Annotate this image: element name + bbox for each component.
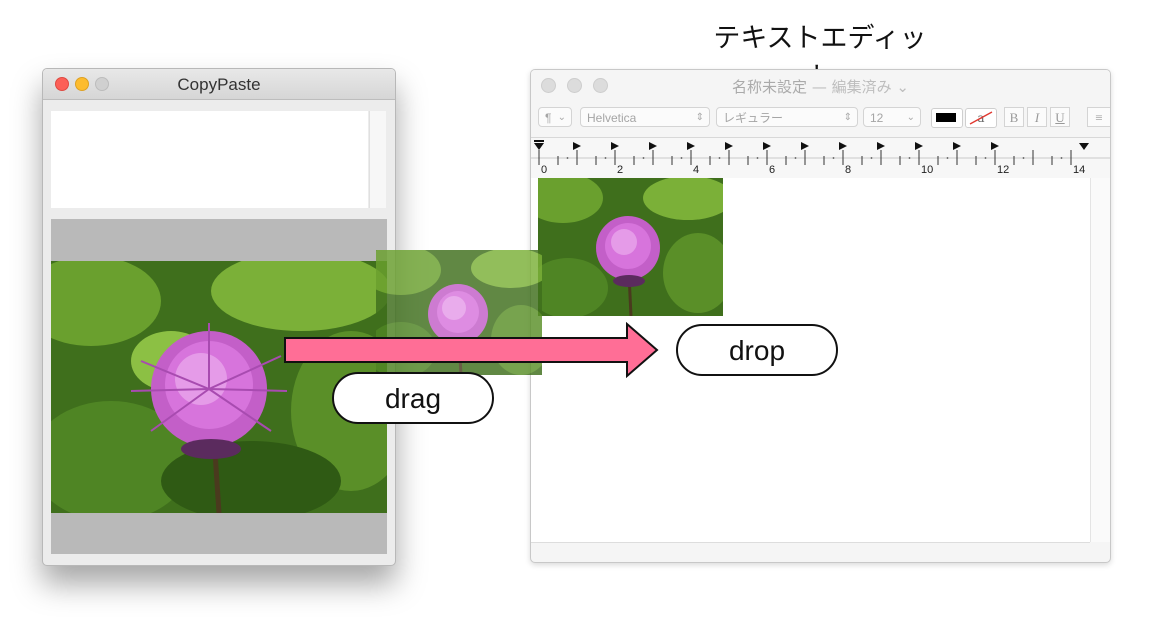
chevron-down-icon: ⌄ xyxy=(906,112,915,123)
ruler-dot xyxy=(794,157,797,159)
text-view-scrollbar[interactable] xyxy=(369,111,386,208)
updown-chevron-icon: ⇕ xyxy=(843,112,852,123)
tab-stop-marker xyxy=(725,142,733,150)
ruler[interactable]: 0 2 4 6 8 10 12 14 xyxy=(531,137,1110,179)
drag-label: drag xyxy=(332,372,494,424)
text-color-well[interactable] xyxy=(931,108,963,128)
ruler-dot xyxy=(1022,157,1025,159)
ruler-label: 6 xyxy=(769,164,775,176)
ruler-dot xyxy=(1060,157,1063,159)
chevron-down-icon: ⌄ xyxy=(557,112,566,123)
font-style-popup[interactable]: レギュラー ⇕ xyxy=(716,107,858,127)
copypaste-titlebar[interactable]: CopyPaste xyxy=(43,69,395,100)
ruler-label: 10 xyxy=(921,164,933,176)
ruler-dot xyxy=(908,157,911,159)
tab-stop-marker xyxy=(839,142,847,150)
ruler-dot xyxy=(604,157,607,159)
ruler-label: 4 xyxy=(693,164,699,176)
paragraph-icon: ¶ xyxy=(545,111,552,125)
document-scrollbar[interactable] xyxy=(1090,178,1110,542)
background-color-well[interactable]: a xyxy=(965,108,997,128)
ruler-label: 8 xyxy=(845,164,851,176)
pasted-thistle-photo[interactable] xyxy=(538,178,723,316)
tab-stop-marker xyxy=(649,142,657,150)
text-view[interactable] xyxy=(51,111,368,208)
font-size-combo[interactable]: 12 ⌄ xyxy=(863,107,921,127)
align-left-icon[interactable]: ≡ xyxy=(1087,107,1110,127)
font-size-value: 12 xyxy=(870,111,884,125)
tab-stop-marker xyxy=(573,142,581,150)
ruler-label: 12 xyxy=(997,164,1009,176)
ruler-dot xyxy=(832,157,835,159)
ruler-label: 0 xyxy=(541,164,547,176)
ruler-label: 14 xyxy=(1073,164,1085,176)
ruler-dot xyxy=(756,157,759,159)
tab-stop-marker xyxy=(915,142,923,150)
no-color-icon: a xyxy=(969,111,993,125)
document-name: 名称未設定 xyxy=(732,78,808,96)
font-style-value: レギュラー xyxy=(723,111,784,125)
drag-arrow xyxy=(284,322,659,378)
drop-label: drop xyxy=(676,324,838,376)
underline-button[interactable]: U xyxy=(1050,107,1070,127)
ruler-dot xyxy=(984,157,987,159)
window-title: CopyPaste xyxy=(177,75,261,94)
close-button[interactable] xyxy=(55,77,69,91)
edited-indicator: — 編集済み ⌄ xyxy=(807,78,909,96)
left-indent-marker xyxy=(534,143,544,150)
format-toolbar: ¶⌄ Helvetica⇕ レギュラー⇕ 12⌄ a B I U ≡ xyxy=(531,104,1110,132)
ruler-dot xyxy=(680,157,683,159)
first-line-indent-marker xyxy=(534,140,544,142)
tab-stop-marker xyxy=(991,142,999,150)
ruler-dot xyxy=(718,157,721,159)
close-button[interactable] xyxy=(541,78,556,93)
ruler-dot xyxy=(642,157,645,159)
tab-stop-marker xyxy=(611,142,619,150)
copypaste-window: CopyPaste xyxy=(42,68,396,566)
zoom-button[interactable] xyxy=(593,78,608,93)
tab-stop-marker xyxy=(877,142,885,150)
italic-button[interactable]: I xyxy=(1027,107,1047,127)
updown-chevron-icon: ⇕ xyxy=(695,112,704,123)
font-family-value: Helvetica xyxy=(587,111,637,125)
tab-stop-marker xyxy=(763,142,771,150)
textedit-titlebar[interactable]: 名称未設定 — 編集済み ⌄ xyxy=(531,70,1110,102)
ruler-dot xyxy=(870,157,873,159)
minimize-button[interactable] xyxy=(75,77,89,91)
right-indent-marker xyxy=(1079,143,1089,150)
bold-button[interactable]: B xyxy=(1004,107,1024,127)
textedit-window: 名称未設定 — 編集済み ⌄ ¶⌄ Helvetica⇕ レギュラー⇕ 12⌄ … xyxy=(530,69,1111,563)
tab-stop-marker xyxy=(953,142,961,150)
minimize-button[interactable] xyxy=(567,78,582,93)
ruler-dot xyxy=(946,157,949,159)
zoom-button[interactable] xyxy=(95,77,109,91)
ruler-dot xyxy=(566,157,569,159)
tab-stop-marker xyxy=(687,142,695,150)
font-family-popup[interactable]: Helvetica ⇕ xyxy=(580,107,710,127)
ruler-label: 2 xyxy=(617,164,623,176)
paragraph-style-popup[interactable]: ¶⌄ xyxy=(538,107,572,127)
tab-stop-marker xyxy=(801,142,809,150)
document-title[interactable]: 名称未設定 — 編集済み ⌄ xyxy=(531,76,1110,97)
